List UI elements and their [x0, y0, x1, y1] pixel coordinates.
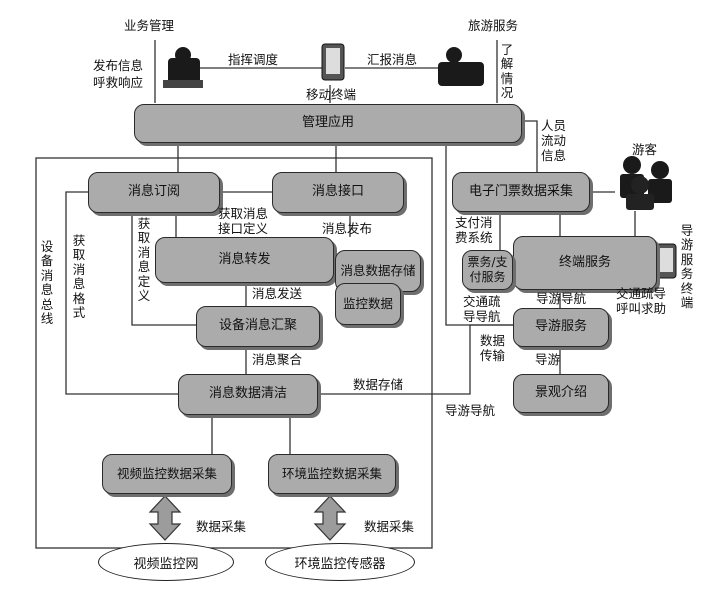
device-bus-label: 设备消息总线: [40, 239, 54, 326]
travel-service-title: 旅游服务: [468, 18, 519, 33]
get-msg-def-label: 获取消息定义: [137, 216, 151, 303]
understand-label: 了解情况: [500, 42, 514, 101]
ticket-pay-box: 票务/支付服务: [462, 250, 513, 290]
data-store-label: 数据存储: [353, 377, 404, 392]
terminal-service-box: 终端服务: [513, 236, 657, 290]
msg-forward-box: 消息转发: [155, 237, 334, 283]
mobile-terminal-icon: [321, 43, 345, 81]
env-sensor-oval: 环境监控传感器: [265, 543, 415, 581]
get-interface-def-label: 获取消息接口定义: [218, 206, 269, 236]
guide-nav-label-1: 导游导航: [536, 291, 587, 306]
rescue-label: 呼救响应: [93, 75, 144, 90]
guide-short-label: 导游: [535, 352, 561, 367]
tourist-title: 游客: [632, 142, 658, 157]
msg-publish-label: 消息发布: [322, 221, 373, 236]
device-collect-box: 设备消息汇聚: [196, 306, 320, 347]
data-collect-label-2: 数据采集: [364, 519, 415, 534]
video-collect-box: 视频监控数据采集: [102, 454, 232, 494]
mobile-terminal-label: 移动终端: [306, 87, 357, 102]
traffic-call-label: 交通疏导呼叫求助: [616, 286, 667, 316]
tourist-group-icon: [620, 156, 672, 210]
personnel-flow-label: 人员流动信息: [541, 118, 567, 163]
scenic-box: 景观介绍: [513, 374, 609, 413]
reporter-person-icon: [438, 47, 484, 86]
msg-gather-label: 消息聚合: [252, 352, 303, 367]
guide-terminal-label: 导游服务终端: [680, 223, 694, 310]
monitor-data-box: 监控数据: [335, 283, 401, 325]
dispatcher-person-icon: [163, 47, 203, 88]
publish-info-label: 发布信息: [93, 58, 144, 73]
business-mgmt-title: 业务管理: [124, 18, 175, 33]
management-app-box: 管理应用: [134, 104, 522, 143]
msg-interface-box: 消息接口: [272, 172, 404, 213]
report-label: 汇报消息: [367, 52, 418, 67]
data-trans-label: 数据传输: [480, 333, 506, 363]
env-collect-box: 环境监控数据采集: [268, 454, 396, 494]
msg-subscribe-box: 消息订阅: [88, 172, 220, 213]
guide-service-box: 导游服务: [513, 308, 609, 347]
pay-system-label: 支付消费系统: [455, 215, 493, 245]
data-collect-label-1: 数据采集: [196, 519, 247, 534]
msg-send-label: 消息发送: [252, 286, 303, 301]
guide-nav-label-2: 导游导航: [445, 403, 496, 418]
command-label: 指挥调度: [228, 52, 279, 67]
get-msg-format-label: 获取消息格式: [72, 233, 86, 320]
video-net-oval: 视频监控网: [98, 543, 234, 581]
guide-terminal-icon: [655, 243, 677, 279]
eticket-box: 电子门票数据采集: [452, 172, 590, 212]
data-clean-box: 消息数据清洁: [178, 374, 318, 415]
traffic-nav-label: 交通疏导导航: [463, 294, 501, 324]
